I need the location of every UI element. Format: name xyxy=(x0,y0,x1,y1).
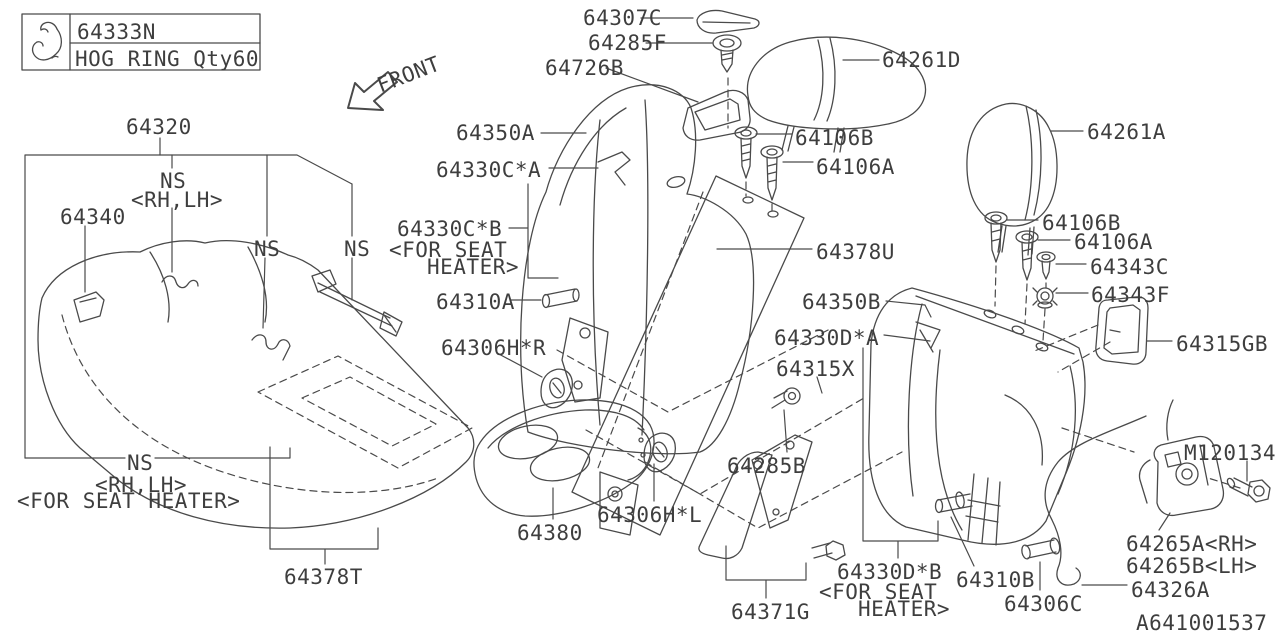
part-label-64340: 64340 xyxy=(60,205,126,229)
front-arrow-icon xyxy=(347,71,398,111)
note-forseat-cb: <FOR SEAT xyxy=(389,238,508,262)
part-label-64261A: 64261A xyxy=(1087,120,1166,144)
legend-box xyxy=(21,13,261,71)
legend-description: HOG RING Qty60 xyxy=(75,47,260,71)
part-label-64330DB: 64330D*B xyxy=(837,560,943,584)
part-label-64380: 64380 xyxy=(517,521,583,545)
release-rod-drawing xyxy=(1021,415,1147,586)
armrest-drawing xyxy=(473,399,655,517)
bolt-m120134-drawing xyxy=(1226,477,1271,503)
part-label-64326A: 64326A xyxy=(1131,578,1210,602)
part-label-64378U: 64378U xyxy=(816,240,895,264)
seatback-right-drawing xyxy=(868,287,1086,546)
seatback-center-drawing xyxy=(520,84,755,455)
part-label-64350A: 64350A xyxy=(456,121,535,145)
part-label-64378T: 64378T xyxy=(284,565,363,589)
hinge-bracket-drawing xyxy=(698,387,846,561)
part-label-M120134: M120134 xyxy=(1184,441,1277,465)
part-label-64310B: 64310B xyxy=(956,568,1035,592)
dashed-lines xyxy=(61,77,1241,529)
seatback-frame-drawing xyxy=(541,175,805,536)
bezel-drawing xyxy=(1095,296,1149,365)
part-label-64106A-center: 64106A xyxy=(816,155,895,179)
part-label-64310A: 64310A xyxy=(436,290,515,314)
part-label-64285B: 64285B xyxy=(727,454,806,478)
part-label-64106A-right: 64106A xyxy=(1074,230,1153,254)
note-ns-mid: NS xyxy=(254,237,281,261)
part-label-64330CA: 64330C*A xyxy=(436,158,542,182)
note-rhlh-top: <RH,LH> xyxy=(131,188,224,212)
part-label-64371G: 64371G xyxy=(731,600,810,624)
note-ns-right: NS xyxy=(344,237,371,261)
part-label-64315GB: 64315GB xyxy=(1176,332,1269,356)
note-forseatheater-bottom: <FOR SEAT HEATER> xyxy=(17,489,241,513)
note-heater-db: HEATER> xyxy=(858,597,951,621)
hog-ring-icon xyxy=(31,21,63,61)
latch-drawing xyxy=(1138,399,1225,517)
part-label-64307C: 64307C xyxy=(583,6,662,30)
note-ns-bottom: NS xyxy=(127,451,154,475)
part-label-64330CB: 64330C*B xyxy=(397,217,503,241)
drawing-number: A641001537 xyxy=(1136,611,1268,635)
part-label-64265B: 64265B<LH> xyxy=(1126,554,1258,578)
part-label-64306HL: 64306H*L xyxy=(597,503,703,527)
hinge-cap-left-drawing xyxy=(643,432,676,473)
headrest-center-drawing xyxy=(746,36,927,153)
hinge-cap-right-drawing xyxy=(540,368,573,409)
part-label-64261D: 64261D xyxy=(882,48,961,72)
note-heater-cb: HEATER> xyxy=(427,255,520,279)
part-label-64306C: 64306C xyxy=(1004,592,1083,616)
part-label-64343C: 64343C xyxy=(1090,255,1169,279)
part-label-64320: 64320 xyxy=(126,115,192,139)
legend-part-number: 64333N xyxy=(77,20,156,44)
seat-cushion-drawing xyxy=(37,240,475,529)
screws-right xyxy=(983,211,1058,352)
part-label-64343F: 64343F xyxy=(1091,283,1170,307)
part-label-64265A: 64265A<RH> xyxy=(1126,532,1258,556)
part-label-64285F: 64285F xyxy=(588,31,667,55)
headrest-guide-drawing xyxy=(682,9,760,141)
part-label-64330DA: 64330D*A xyxy=(774,326,880,350)
part-label-64315X: 64315X xyxy=(776,357,855,381)
part-label-64726B: 64726B xyxy=(545,56,624,80)
part-label-64106B-right: 64106B xyxy=(1042,211,1121,235)
part-label-64306HR: 64306H*R xyxy=(441,336,547,360)
note-forseat-db: <FOR SEAT xyxy=(819,580,938,604)
part-label-64350B: 64350B xyxy=(802,290,881,314)
note-rhlh-bottom: <RH,LH> xyxy=(95,473,188,497)
note-ns-top: NS xyxy=(160,169,187,193)
part-label-64106B-center: 64106B xyxy=(795,126,874,150)
screws-center xyxy=(734,126,784,201)
